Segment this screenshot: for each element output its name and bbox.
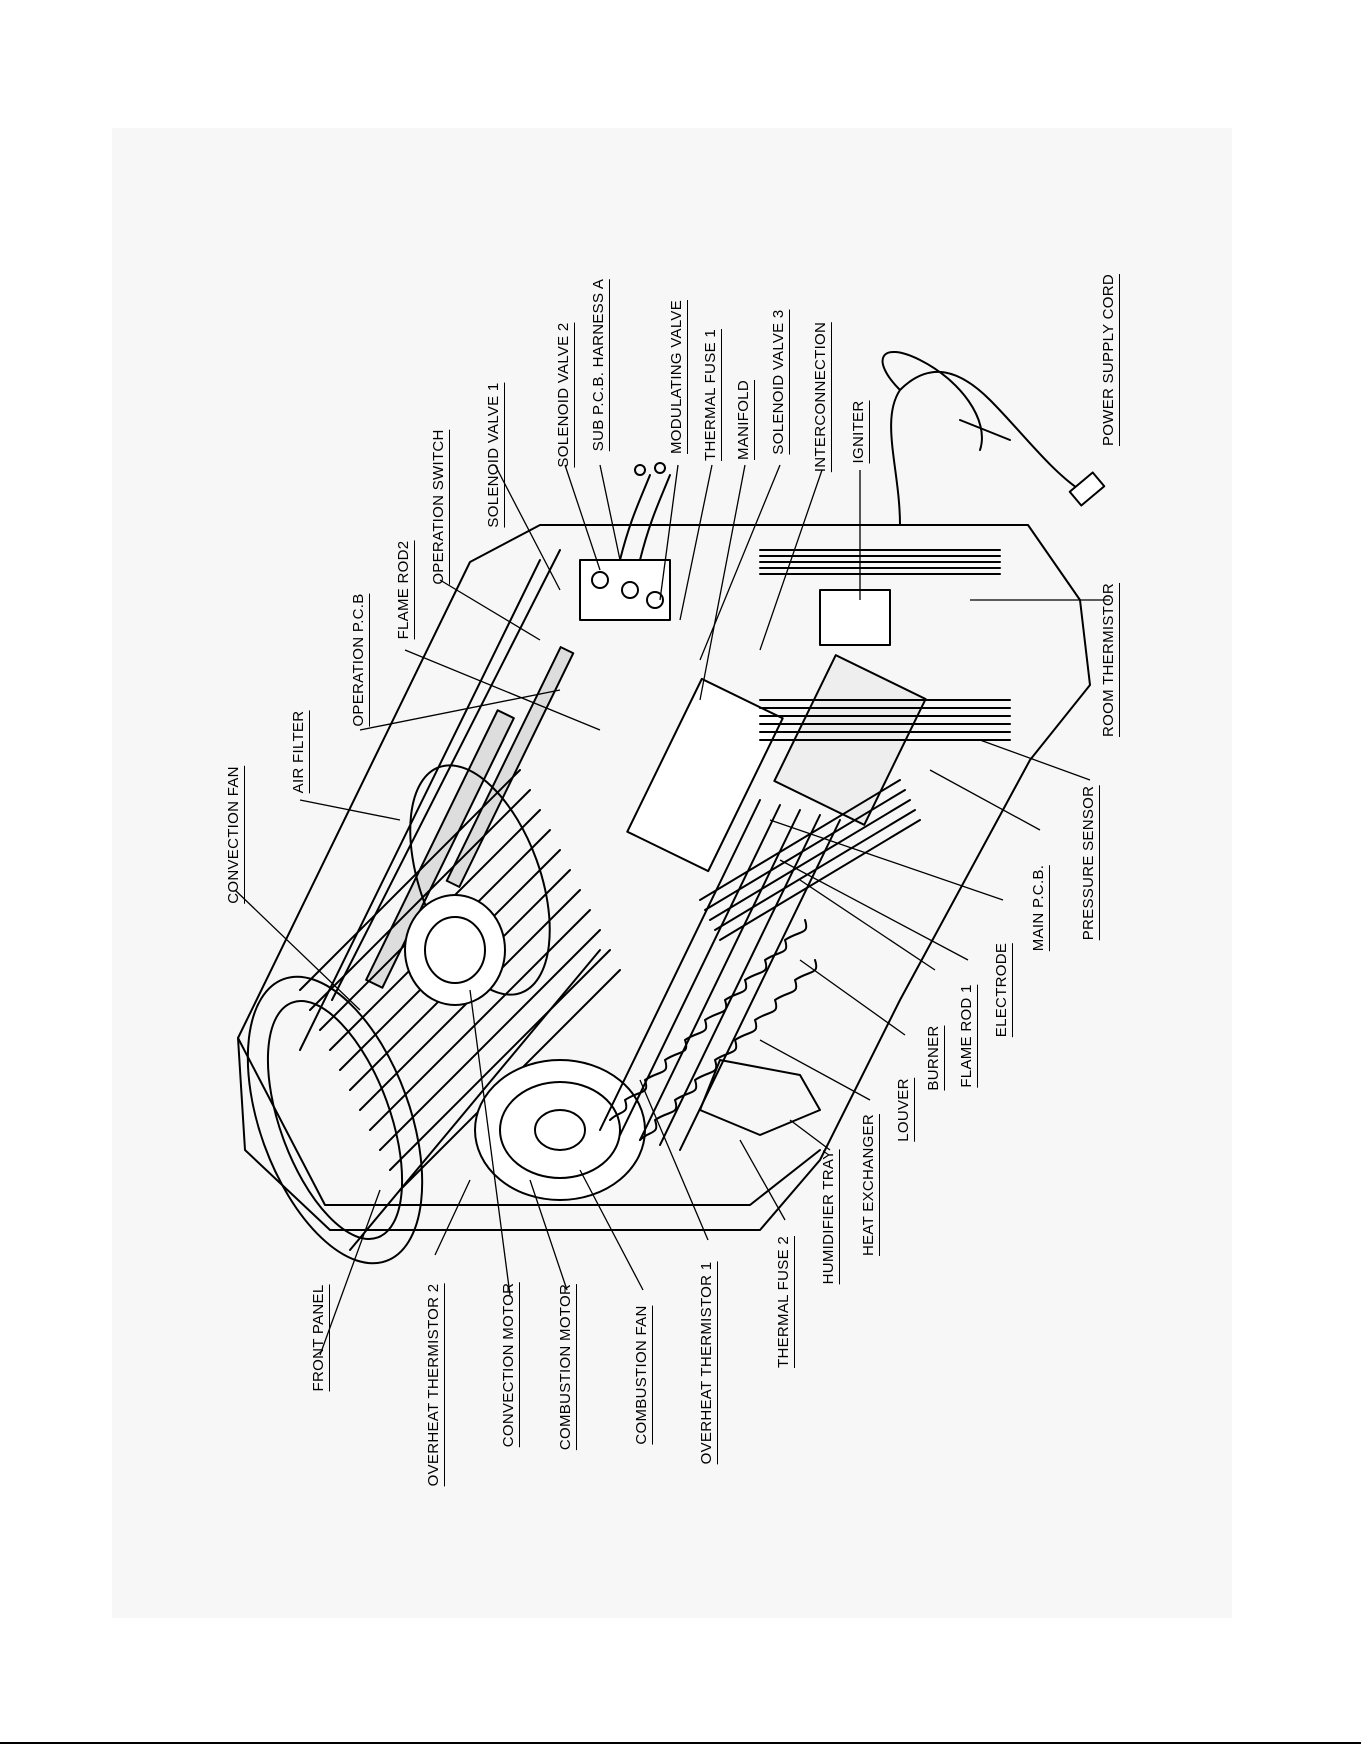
side-louvers	[699, 549, 1011, 941]
sub-pcb-harness-wires	[619, 474, 671, 561]
cabinet-outline	[237, 524, 1091, 1231]
leader-flame-rod-1	[779, 859, 969, 961]
label-humidifier-tray: HUMIDIFIER TRAY	[820, 1149, 840, 1285]
leader-interconnection	[759, 469, 823, 651]
label-operation-pcb: OPERATION P.C.B	[350, 593, 370, 727]
leader-modulating-valve	[659, 464, 679, 601]
leader-thermal-fuse-2	[739, 1139, 786, 1221]
leader-solenoid-valve-1	[494, 464, 561, 591]
scan-background	[112, 128, 1232, 1618]
label-air-filter: AIR FILTER	[290, 710, 310, 794]
label-sub-pcb-harness-a: SUB P.C.B. HARNESS A	[590, 278, 610, 452]
label-solenoid-valve-3: SOLENOID VALVE 3	[770, 309, 790, 455]
leader-air-filter	[299, 799, 401, 821]
leader-convection-fan	[234, 889, 361, 1011]
label-convection-motor: CONVECTION MOTOR	[500, 1282, 520, 1448]
leader-louver	[799, 959, 906, 1036]
convection-motor	[404, 894, 506, 1006]
label-room-thermistor: ROOM THERMISTOR	[1100, 583, 1120, 737]
label-pressure-sensor: PRESSURE SENSOR	[1080, 785, 1100, 941]
label-overheat-thermistor-1: OVERHEAT THERMISTOR 1	[698, 1261, 718, 1465]
leader-convection-motor	[469, 989, 511, 1296]
front-panel-outline	[237, 1037, 821, 1206]
label-thermal-fuse-1: THERMAL FUSE 1	[702, 328, 722, 462]
leader-flame-rod2	[404, 649, 601, 731]
leader-manifold	[699, 464, 746, 701]
leader-thermal-fuse-1	[679, 464, 713, 621]
leader-lines	[234, 464, 1110, 1356]
leader-main-pcb	[929, 769, 1041, 831]
leader-humidifier-tray	[789, 1119, 831, 1151]
solenoid-block	[579, 559, 671, 621]
label-operation-switch: OPERATION SWITCH	[430, 429, 450, 585]
igniter-box	[819, 589, 891, 646]
label-overheat-thermistor-2: OVERHEAT THERMISTOR 2	[425, 1283, 445, 1487]
leader-pressure-sensor	[979, 739, 1091, 781]
label-thermal-fuse-2: THERMAL FUSE 2	[775, 1235, 795, 1369]
power-supply-cord	[881, 350, 1081, 526]
label-front-panel: FRONT PANEL	[310, 1284, 330, 1392]
power-plug	[1068, 471, 1106, 507]
leader-burner	[799, 879, 936, 971]
leader-front-panel	[319, 1189, 381, 1356]
leader-operation-switch	[439, 579, 541, 641]
label-solenoid-valve-2: SOLENOID VALVE 2	[555, 322, 575, 468]
label-electrode: ELECTRODE	[993, 942, 1013, 1038]
humidifier-tray	[699, 1059, 821, 1136]
label-power-supply-cord: POWER SUPPLY CORD	[1100, 273, 1120, 447]
leader-combustion-motor	[529, 1179, 568, 1291]
label-louver: LOUVER	[895, 1078, 915, 1142]
leader-electrode	[769, 819, 1004, 901]
label-interconnection: INTERCONNECTION	[812, 321, 832, 473]
heat-exchanger-coils	[599, 799, 841, 1151]
leader-overheat-thermistor-1	[639, 1079, 709, 1241]
leader-solenoid-valve-2	[564, 464, 601, 571]
label-modulating-valve: MODULATING VALVE	[668, 300, 688, 454]
label-igniter: IGNITER	[850, 400, 870, 464]
label-burner: BURNER	[925, 1025, 945, 1091]
leader-sub-pcb-harness-a	[599, 464, 621, 561]
label-combustion-motor: COMBUSTION MOTOR	[557, 1283, 577, 1451]
burner-box	[626, 677, 784, 873]
label-main-pcb: MAIN P.C.B.	[1030, 864, 1050, 952]
label-solenoid-valve-1: SOLENOID VALVE 1	[485, 382, 505, 528]
leader-heat-exchanger	[759, 1039, 871, 1101]
footer-rule	[0, 1742, 1361, 1744]
label-heat-exchanger: HEAT EXCHANGER	[860, 1113, 880, 1257]
label-flame-rod2: FLAME ROD2	[395, 540, 415, 640]
label-manifold: MANIFOLD	[735, 380, 755, 460]
label-combustion-fan: COMBUSTION FAN	[633, 1305, 653, 1445]
leader-combustion-fan	[579, 1169, 644, 1291]
leader-overheat-thermistor-2	[434, 1179, 471, 1256]
label-flame-rod-1: FLAME ROD 1	[958, 984, 978, 1088]
leader-operation-pcb	[359, 689, 561, 731]
label-convection-fan: CONVECTION FAN	[225, 766, 245, 904]
